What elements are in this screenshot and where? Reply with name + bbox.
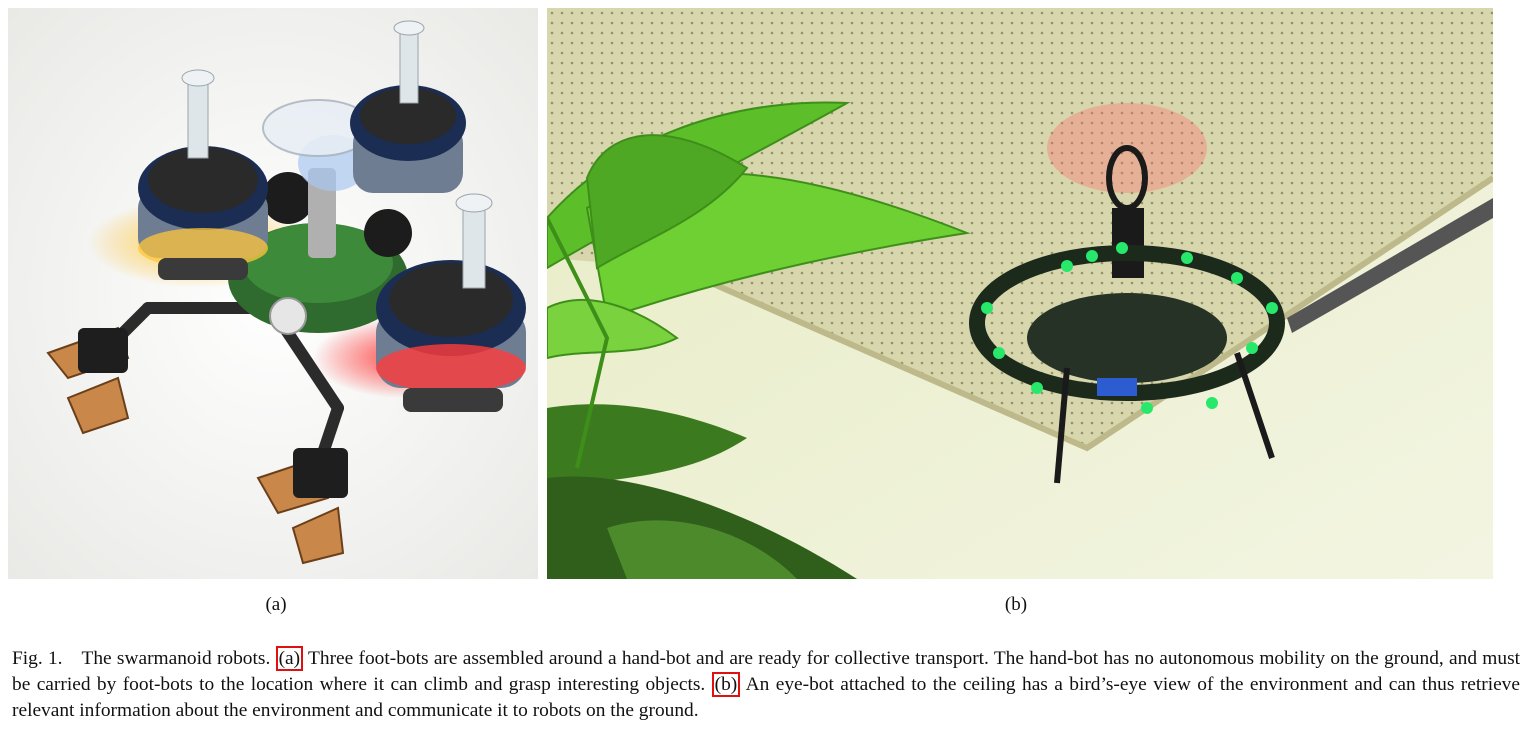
subfigure-a-image [8,8,538,579]
figure-number: Fig. 1. [12,648,63,669]
robots-illustration [8,8,538,579]
figure-caption: Fig. 1. The swarmanoid robots. (a) Three… [12,646,1520,724]
eye-bot-illustration [547,8,1493,579]
subfigure-a-reference-link[interactable]: (a) [275,646,304,671]
caption-text-b: An eye-bot attached to the ceiling has a… [12,674,1520,721]
caption-text-a: Three foot-bots are assembled around a h… [12,648,1521,695]
subfigure-b-label: (b) [1004,594,1028,615]
subfigure-b-reference-link[interactable]: (b) [711,672,741,697]
subfigure-a-label: (a) [265,594,287,615]
caption-title: The swarmanoid robots. [81,648,271,669]
subfigure-b-image [547,8,1493,579]
